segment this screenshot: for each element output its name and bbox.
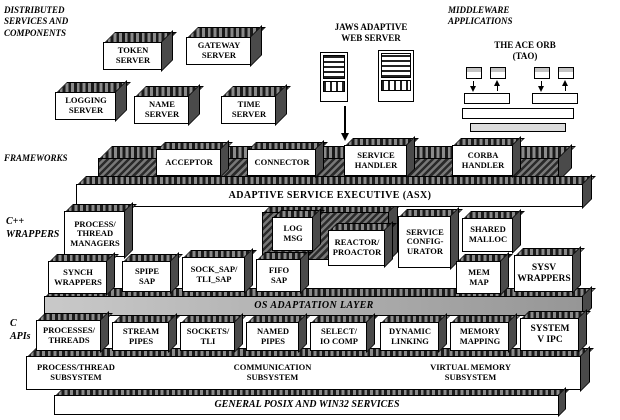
tao-servant-box xyxy=(534,67,550,79)
tao-orb-core-box xyxy=(462,108,574,119)
middleware-applications-label: MIDDLEWARE APPLICATIONS xyxy=(448,5,513,27)
tao-stub-box xyxy=(464,93,510,104)
box-stream-pipes: STREAM PIPES xyxy=(112,322,170,351)
tao-client-box xyxy=(490,67,506,79)
tao-client-box xyxy=(466,67,482,79)
subsystem-communication: COMMUNICATION SUBSYSTEM xyxy=(233,362,312,382)
box-fifo-sap: FIFO SAP xyxy=(256,259,302,292)
jaws-server-icon-right xyxy=(378,50,414,102)
box-connector: CONNECTOR xyxy=(247,149,317,176)
box-processes-threads: PROCESSES/ THREADS xyxy=(36,320,102,351)
subsystem-virtual-memory: VIRTUAL MEMORY SUBSYSTEM xyxy=(430,362,511,382)
distributed-services-label: DISTRIBUTED SERVICES AND COMPONENTS xyxy=(4,5,69,38)
box-sysv-wrappers: SYSV WRAPPERS xyxy=(514,255,574,292)
box-sockets-tli: SOCKETS/ TLI xyxy=(180,322,236,351)
box-memory-mapping: MEMORY MAPPING xyxy=(450,322,510,351)
tao-up-arrow-icon xyxy=(494,80,500,91)
box-system-v-ipc: SYSTEM V IPC xyxy=(520,318,580,351)
tao-skeleton-box xyxy=(532,93,578,104)
box-time-server: TIME SERVER xyxy=(221,96,277,124)
frameworks-label: FRAMEWORKS xyxy=(4,153,68,163)
box-process-thread-managers: PROCESS/ THREAD MANAGERS xyxy=(64,211,126,257)
layer-general-posix-win32: GENERAL POSIX AND WIN32 SERVICES xyxy=(54,395,560,415)
box-synch-wrappers: SYNCH WRAPPERS xyxy=(48,261,108,294)
box-reactor-proactor: REACTOR/ PROACTOR xyxy=(328,230,386,266)
box-log-msg: LOG MSG xyxy=(272,217,314,251)
box-gateway-server: GATEWAY SERVER xyxy=(186,37,252,65)
tao-label: THE ACE ORB (TAO) xyxy=(494,40,556,62)
box-named-pipes: NAMED PIPES xyxy=(246,322,300,351)
box-acceptor: ACCEPTOR xyxy=(156,149,222,176)
layer-os-adaptation: OS ADAPTATION LAYER xyxy=(44,296,584,316)
box-service-handler: SERVICE HANDLER xyxy=(344,145,408,176)
server-panel-icon xyxy=(323,81,345,92)
box-spipe-sap: SPIPE SAP xyxy=(122,261,172,292)
tao-down-arrow-icon xyxy=(470,81,476,92)
box-service-configurator: SERVICE CONFIG- URATOR xyxy=(398,216,452,268)
box-dynamic-linking: DYNAMIC LINKING xyxy=(380,322,440,351)
jaws-label: JAWS ADAPTIVE WEB SERVER xyxy=(334,22,408,44)
box-corba-handler: CORBA HANDLER xyxy=(452,145,514,176)
layer-asx: ADAPTIVE SERVICE EXECUTIVE (ASX) xyxy=(76,184,584,207)
jaws-server-icon-left xyxy=(320,52,348,102)
tao-servant-box xyxy=(558,67,574,79)
box-name-server: NAME SERVER xyxy=(134,96,190,124)
tao-os-box xyxy=(470,123,566,132)
box-mem-map: MEM MAP xyxy=(456,261,502,294)
c-apis-label: C APIs xyxy=(10,318,31,342)
box-token-server: TOKEN SERVER xyxy=(103,42,163,70)
cpp-wrappers-label: C++ WRAPPERS xyxy=(6,216,60,240)
layer-subsystems: PROCESS/THREAD SUBSYSTEM COMMUNICATION S… xyxy=(26,356,582,390)
box-sock-sap-tli-sap: SOCK_SAP/ TLI_SAP xyxy=(182,257,246,292)
box-logging-server: LOGGING SERVER xyxy=(55,92,117,120)
box-shared-malloc: SHARED MALLOC xyxy=(462,218,514,252)
tao-down-arrow-icon xyxy=(538,81,544,92)
subsystem-process-thread: PROCESS/THREAD SUBSYSTEM xyxy=(37,362,115,382)
box-select-io-comp: SELECT/ IO COMP xyxy=(310,322,368,351)
server-stripes-icon xyxy=(381,53,411,79)
server-stripes-icon xyxy=(323,55,345,80)
server-panel-icon xyxy=(381,80,411,92)
jaws-down-arrow-icon xyxy=(341,106,349,141)
tao-up-arrow-icon xyxy=(562,80,568,91)
